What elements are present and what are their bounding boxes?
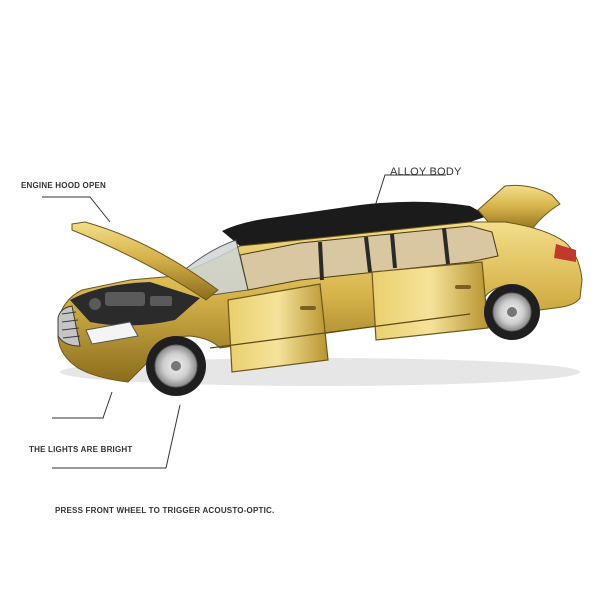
front-grille: [57, 305, 81, 347]
body-sill: [209, 313, 471, 349]
engine-hood-label: ENGINE HOOD OPEN: [21, 181, 106, 190]
rear-wheel: [484, 284, 540, 340]
press-wheel-label: PRESS FRONT WHEEL TO TRIGGER ACOUSTO-OPT…: [55, 506, 275, 515]
engine-details: [89, 292, 172, 310]
alloy-body-label: ALLOY BODY: [390, 166, 462, 178]
car-roof: [222, 201, 488, 246]
lights-label: THE LIGHTS ARE BRIGHT: [29, 445, 133, 454]
engine-callout-line: [42, 196, 111, 223]
rear-door-open: [371, 261, 489, 341]
front-door-open: [227, 283, 329, 373]
press-callout-line: [52, 404, 181, 469]
tail-light: [554, 244, 576, 262]
door-handle-rear: [455, 285, 471, 289]
door-handle-front: [300, 306, 316, 310]
front-wheel: [146, 336, 206, 396]
window-pillars: [318, 227, 450, 281]
lights-callout-line: [52, 391, 113, 419]
headlight: [85, 321, 139, 345]
engine-hood: [71, 221, 219, 301]
